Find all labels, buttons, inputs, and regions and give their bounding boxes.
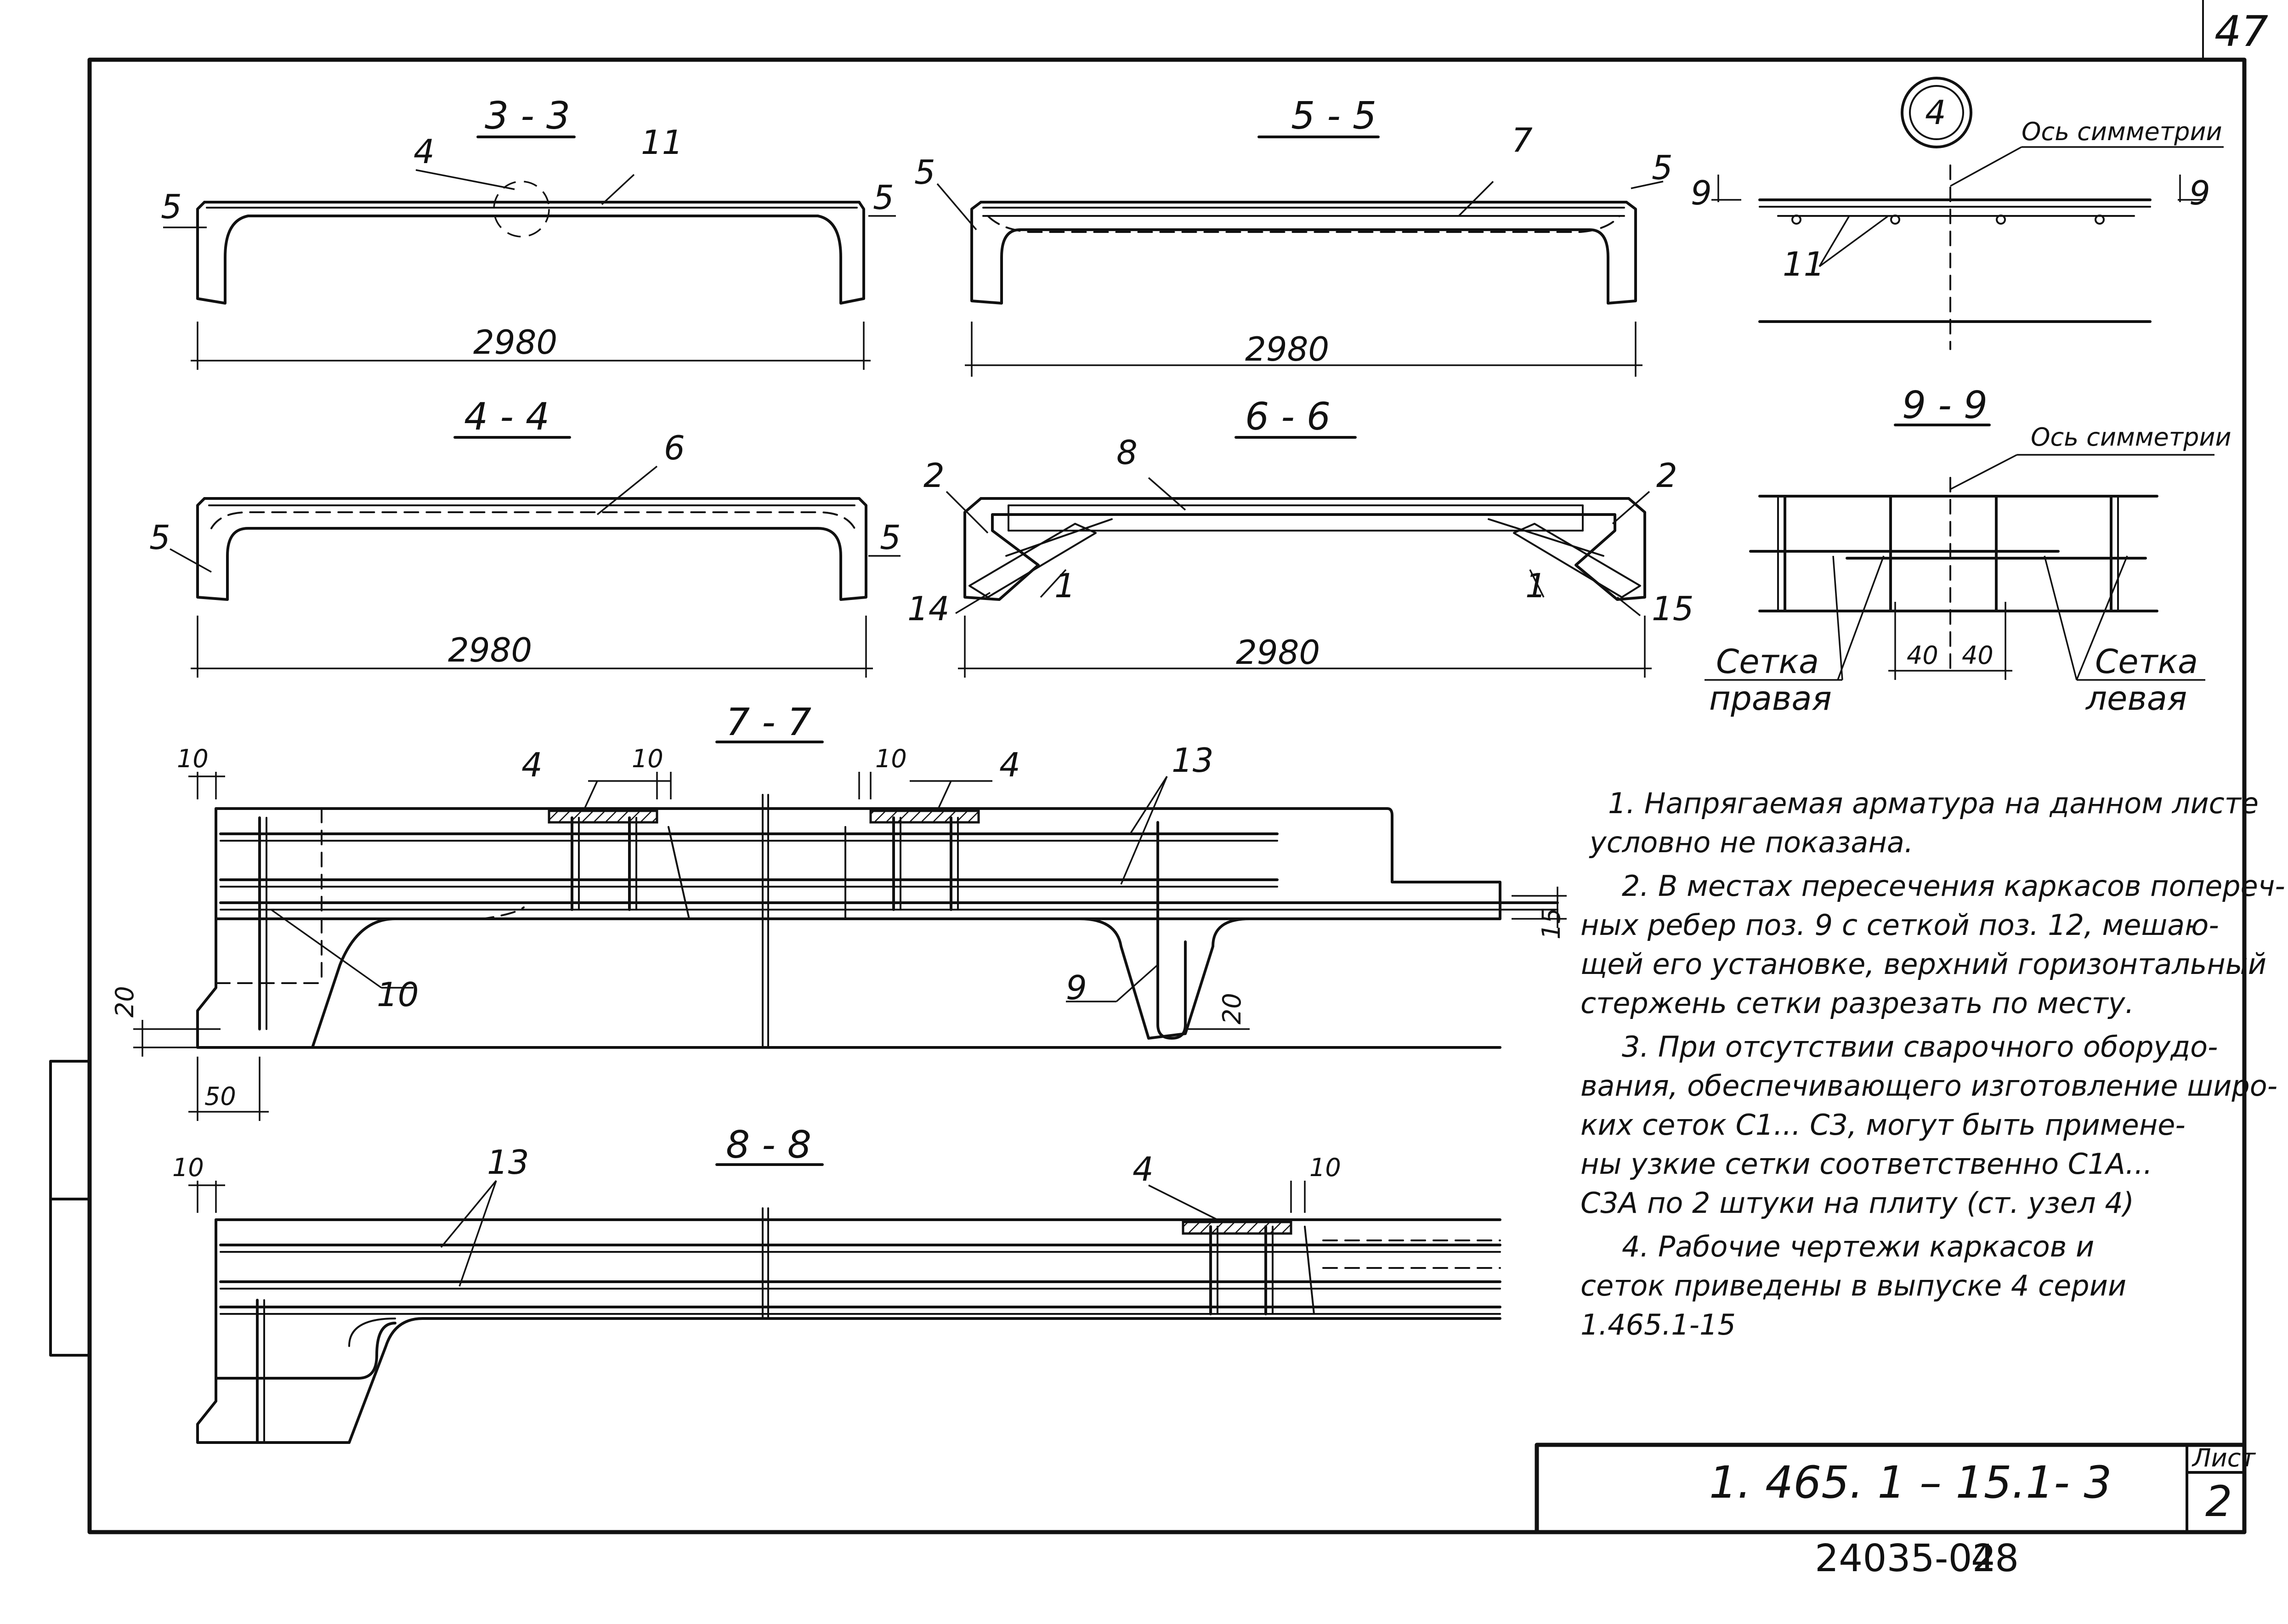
svg-text:40: 40	[1907, 641, 1938, 670]
svg-text:Ось симметрии: Ось симметрии	[2022, 117, 2222, 146]
page-number: 47	[2214, 7, 2268, 56]
svg-text:10: 10	[172, 1153, 204, 1182]
note-line: 1. Напрягаемая арматура на данном листе	[1608, 787, 2259, 820]
document-code: 1. 465. 1 – 15.1- 3	[1709, 1457, 2112, 1508]
note-line: условно не показана.	[1589, 826, 1914, 859]
svg-text:6: 6	[664, 429, 685, 467]
sheet-number: 2	[2205, 1477, 2232, 1526]
svg-text:1: 1	[1525, 566, 1546, 605]
note-line: стержень сетки разрезать по месту.	[1580, 986, 2134, 1020]
svg-text:14: 14	[907, 589, 950, 628]
svg-text:40: 40	[1962, 641, 1994, 670]
sheet-label: Лист	[2192, 1443, 2256, 1472]
svg-text:2: 2	[923, 456, 945, 495]
svg-text:2980: 2980	[1245, 330, 1329, 368]
svg-text:10: 10	[377, 975, 419, 1014]
note-line: С3А по 2 штуки на плиту (ст. узел 4)	[1580, 1186, 2134, 1220]
svg-text:10: 10	[875, 744, 907, 773]
svg-text:1: 1	[1054, 566, 1076, 605]
svg-text:Сетка: Сетка	[2095, 642, 2198, 681]
sheet-frame	[49, 0, 2247, 1534]
svg-text:8: 8	[1116, 433, 1138, 472]
section-6-6: 6 - 6 8 2 2 1 1 14 15 2980	[907, 395, 1694, 678]
section-9-9: 9 - 9 Ось симметрии 40 40 Сетка правая С…	[1705, 384, 2231, 718]
section-3-3: 3 - 3 4 11 5 5 2980	[161, 94, 896, 370]
svg-text:4: 4	[521, 746, 543, 784]
note-line: вания, обеспечивающего изготовление широ…	[1580, 1069, 2277, 1103]
notes: 1. Напрягаемая арматура на данном листе …	[1580, 787, 2285, 1341]
svg-text:4: 4	[1133, 1150, 1154, 1188]
svg-text:5: 5	[880, 518, 901, 557]
svg-text:правая: правая	[1709, 679, 1832, 718]
svg-text:Сетка: Сетка	[1716, 642, 1819, 681]
svg-text:2980: 2980	[1236, 633, 1320, 672]
svg-text:5: 5	[161, 187, 182, 226]
note-line: ны узкие сетки соответственно С1А...	[1580, 1147, 2152, 1181]
archive-code: 24035-02	[1815, 1537, 1996, 1580]
svg-text:8 - 8: 8 - 8	[726, 1123, 811, 1167]
note-line: щей его установке, верхний горизонтальны…	[1580, 947, 2266, 981]
note-line: 4. Рабочие чертежи каркасов и	[1622, 1230, 2094, 1263]
svg-text:5: 5	[1652, 148, 1673, 187]
svg-text:9: 9	[1691, 174, 1712, 212]
archive-page: 48	[1971, 1537, 2019, 1580]
svg-text:левая: левая	[2085, 679, 2187, 718]
svg-text:6 - 6: 6 - 6	[1245, 395, 1331, 439]
node-4: 4 Ось симметрии 9 9 11	[1691, 77, 2224, 350]
svg-text:5: 5	[914, 153, 935, 192]
svg-text:4: 4	[999, 746, 1020, 784]
section-7-7: 7 - 7 4 4	[110, 701, 1567, 1121]
svg-text:10: 10	[177, 744, 209, 773]
note-line: ких сеток С1... С3, могут быть примене-	[1580, 1108, 2186, 1142]
note-line: 1.465.1-15	[1580, 1308, 1736, 1341]
svg-text:Ось симметрии: Ось симметрии	[2031, 423, 2231, 452]
svg-text:11: 11	[641, 123, 683, 162]
svg-text:5: 5	[873, 178, 894, 217]
svg-text:4: 4	[1925, 93, 1946, 132]
svg-text:2: 2	[1656, 456, 1677, 495]
svg-text:2980: 2980	[473, 323, 557, 362]
svg-text:20: 20	[110, 986, 139, 1018]
svg-text:4: 4	[413, 132, 435, 171]
note-line: 2. В местах пересечения каркасов попереч…	[1622, 869, 2285, 903]
section-5-5: 5 - 5 7 5 5 2980	[914, 94, 1673, 377]
svg-text:50: 50	[204, 1082, 236, 1111]
svg-text:9: 9	[2189, 174, 2210, 212]
section-8-8: 8 - 8 13 4 10 10	[172, 1123, 1501, 1444]
svg-text:4 - 4: 4 - 4	[464, 395, 549, 439]
note-line: 3. При отсутствии сварочного оборудо-	[1622, 1030, 2218, 1064]
svg-text:5: 5	[149, 518, 170, 557]
svg-text:9 - 9: 9 - 9	[1902, 384, 1988, 427]
svg-text:20: 20	[1218, 993, 1246, 1024]
svg-text:7 - 7: 7 - 7	[726, 701, 811, 744]
note-line: ных ребер поз. 9 с сеткой поз. 12, мешаю…	[1580, 908, 2219, 942]
svg-text:10: 10	[632, 744, 663, 773]
svg-text:5 - 5: 5 - 5	[1291, 94, 1376, 138]
svg-text:13: 13	[1172, 741, 1214, 780]
svg-text:15: 15	[1652, 589, 1694, 628]
svg-text:13: 13	[487, 1143, 529, 1182]
note-line: сеток приведены в выпуске 4 серии	[1580, 1269, 2126, 1302]
section-4-4: 4 - 4 6 5 5 2980	[149, 395, 901, 678]
svg-text:3 - 3: 3 - 3	[485, 94, 570, 138]
svg-text:11: 11	[1783, 245, 1825, 283]
svg-text:10: 10	[1309, 1153, 1341, 1182]
svg-text:2980: 2980	[448, 631, 532, 669]
svg-text:9: 9	[1066, 968, 1087, 1007]
svg-text:7: 7	[1512, 121, 1533, 159]
svg-text:15: 15	[1537, 908, 1566, 939]
